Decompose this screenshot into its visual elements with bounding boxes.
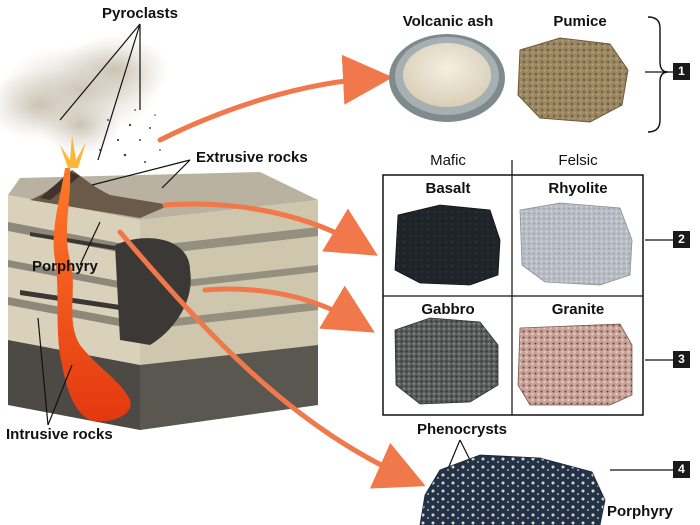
rhyolite-sample [519, 202, 633, 286]
label-extrusive-rocks: Extrusive rocks [196, 149, 308, 166]
label-basalt: Basalt [425, 180, 471, 197]
label-rhyolite: Rhyolite [548, 180, 608, 197]
badge-2: 2 [673, 231, 690, 248]
pyroclast-particles [99, 109, 161, 163]
column-header-felsic: Felsic [558, 152, 598, 169]
badge-4: 4 [673, 461, 690, 478]
magma-conduit [53, 168, 131, 422]
column-header-mafic: Mafic [430, 152, 466, 169]
porphyry-sample [419, 454, 606, 525]
badge-3: 3 [673, 351, 690, 368]
granite-sample [517, 323, 633, 406]
volcanic-ash-sample [389, 34, 505, 122]
bracket-group-1 [647, 16, 669, 133]
label-pyroclasts: Pyroclasts [102, 5, 178, 22]
label-porphyry-sample: Porphyry [607, 503, 673, 520]
label-intrusive-rocks: Intrusive rocks [6, 426, 113, 443]
label-granite: Granite [551, 301, 605, 318]
orange-arrows [117, 54, 426, 489]
ash-cloud [0, 35, 170, 155]
label-gabbro: Gabbro [421, 301, 475, 318]
gabbro-sample [394, 317, 499, 405]
label-volcanic-ash: Volcanic ash [402, 13, 494, 30]
label-porphyry-block: Porphyry [32, 258, 98, 275]
badge-1: 1 [673, 63, 690, 80]
basalt-sample [394, 204, 501, 286]
label-pumice: Pumice [553, 13, 607, 30]
label-phenocrysts: Phenocrysts [416, 421, 508, 438]
pumice-sample [517, 37, 629, 123]
rock-classification-grid [382, 160, 644, 416]
